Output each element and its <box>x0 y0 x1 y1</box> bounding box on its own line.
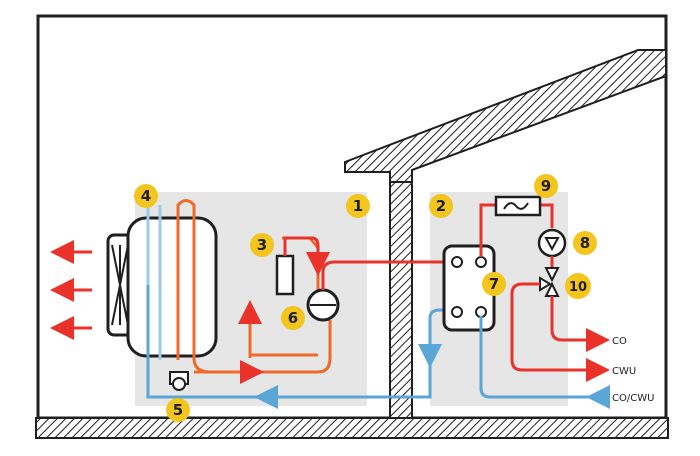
badge-3: 3 <box>250 233 274 257</box>
evaporator <box>126 216 218 358</box>
badge-5-label: 5 <box>173 401 183 419</box>
exhaust-air-arrows <box>50 240 92 340</box>
compressor-icon <box>306 288 340 322</box>
badge-1: 1 <box>346 194 370 218</box>
co-cwu-return-line <box>479 316 600 399</box>
evaporator-pipes <box>146 199 196 360</box>
output-label-co: CO <box>612 336 627 347</box>
badge-2-label: 2 <box>436 197 446 215</box>
badge-8-label: 8 <box>580 234 590 252</box>
badge-4: 4 <box>134 184 158 208</box>
badge-5: 5 <box>166 398 190 422</box>
output-label-cwu: CWU <box>612 366 636 377</box>
building <box>35 14 669 439</box>
badge-9: 9 <box>534 174 558 198</box>
pump-icon <box>537 228 567 258</box>
indoor-hot-loop-2 <box>540 203 554 228</box>
ground-floor <box>35 417 669 439</box>
badge-10-label: 10 <box>569 280 587 295</box>
badge-10: 10 <box>565 273 591 299</box>
badge-2: 2 <box>429 194 453 218</box>
hot-supply-line <box>321 260 448 290</box>
roof <box>344 49 667 183</box>
badge-6: 6 <box>281 306 305 330</box>
badge-7: 7 <box>482 272 506 296</box>
badge-7-label: 7 <box>489 275 499 293</box>
badge-1-label: 1 <box>353 197 363 215</box>
heater-icon <box>494 195 542 217</box>
indoor-hot-loop <box>479 203 496 257</box>
drain-pan-icon <box>169 371 189 391</box>
cold-return-line <box>146 308 456 399</box>
expansion-valve-icon <box>275 254 295 296</box>
co-line <box>550 296 592 342</box>
partition-wall <box>389 164 413 419</box>
badge-3-label: 3 <box>257 236 267 254</box>
badge-8: 8 <box>573 231 597 255</box>
output-label-co-cwu: CO/CWU <box>612 393 654 404</box>
cwu-line <box>510 282 592 372</box>
expansion-valve-pipe <box>283 236 320 262</box>
badge-9-label: 9 <box>541 177 551 195</box>
badge-6-label: 6 <box>288 309 298 327</box>
badge-4-label: 4 <box>141 187 151 205</box>
